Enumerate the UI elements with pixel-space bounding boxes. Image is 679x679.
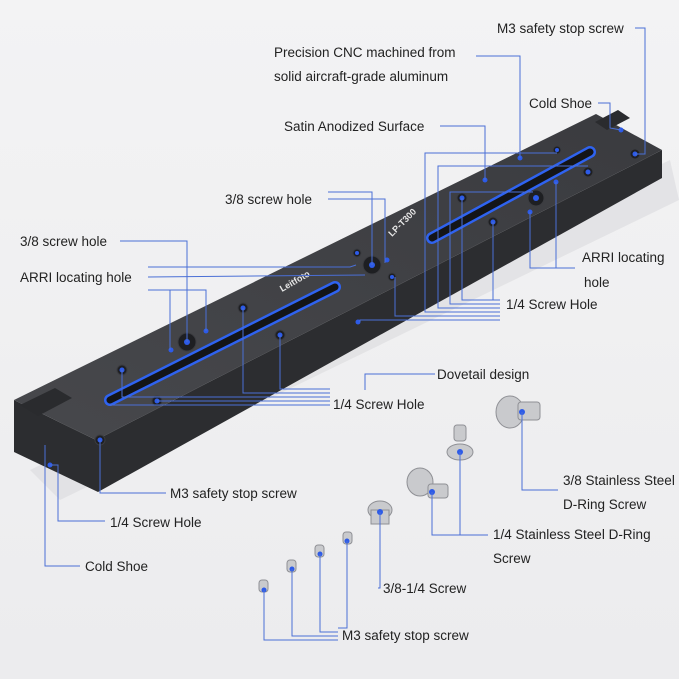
label-cnc-line2: solid aircraft-grade aluminum	[274, 69, 448, 84]
label-38-mid: 3/8 screw hole	[225, 192, 312, 207]
plate-front-face	[14, 150, 662, 492]
cold-shoe-right	[595, 110, 630, 130]
label-m3-screws: M3 safety stop screw	[342, 628, 469, 643]
label-cold-shoe-top: Cold Shoe	[529, 96, 592, 111]
dring-38-screw	[495, 395, 541, 429]
label-satin: Satin Anodized Surface	[284, 119, 424, 134]
label-quarter-left: 1/4 Screw Hole	[110, 515, 202, 530]
dring-14-screw	[406, 467, 449, 499]
label-m3-bottom: M3 safety stop screw	[170, 486, 297, 501]
label-m3-top: M3 safety stop screw	[497, 21, 624, 36]
label-dring14-1: 1/4 Stainless Steel D-Ring	[493, 527, 651, 542]
label-dring14-2: Screw	[493, 551, 531, 566]
label-dring38-1: 3/8 Stainless Steel	[563, 473, 675, 488]
label-quarter-mid: 1/4 Screw Hole	[333, 397, 425, 412]
label-quarter-right: 1/4 Screw Hole	[506, 297, 598, 312]
label-cnc-line1: Precision CNC machined from	[274, 45, 456, 60]
label-arri-left: ARRI locating hole	[20, 270, 132, 285]
slot-left	[106, 283, 339, 404]
label-arri-right-1: ARRI locating	[582, 250, 665, 265]
label-cold-shoe-bottom: Cold Shoe	[85, 559, 148, 574]
label-adapter: 3/8-1/4 Screw	[383, 581, 467, 596]
label-arri-right-2: hole	[584, 275, 610, 290]
label-38-left: 3/8 screw hole	[20, 234, 107, 249]
leader-lines	[44, 27, 646, 641]
m3-screws	[258, 531, 353, 593]
label-dovetail: Dovetail design	[437, 367, 529, 382]
label-dring38-2: D-Ring Screw	[563, 497, 647, 512]
cold-shoe-left	[20, 388, 72, 416]
